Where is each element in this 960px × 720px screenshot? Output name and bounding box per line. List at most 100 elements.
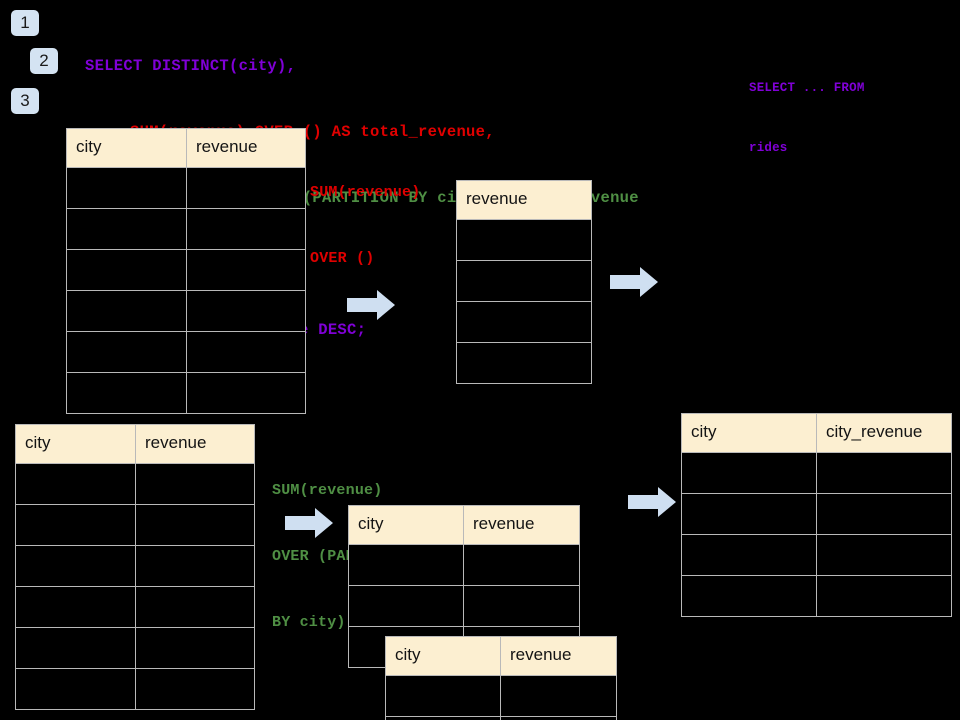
table-header-row: city revenue xyxy=(15,424,255,464)
column-header-revenue: revenue xyxy=(186,128,306,168)
cell-city-revenue xyxy=(816,534,952,576)
table-row xyxy=(681,452,952,494)
rides-source-table-bottom: city revenue xyxy=(15,424,255,710)
annotation-total-revenue: SUM(revenue) OVER () xyxy=(310,138,420,314)
cell-city xyxy=(681,534,817,576)
total-revenue-table: revenue xyxy=(456,180,592,384)
cell-revenue xyxy=(135,627,255,669)
cell-revenue xyxy=(186,249,306,291)
annotation-city-revenue-line-1: SUM(revenue) xyxy=(272,482,383,499)
cell-revenue xyxy=(135,586,255,628)
cell-revenue xyxy=(135,668,255,710)
arrow-partition-to-result-icon xyxy=(628,487,676,517)
annotation-city-revenue-line-3: BY city) xyxy=(272,614,346,631)
cell-city-revenue xyxy=(816,575,952,617)
cell-revenue xyxy=(463,585,580,627)
column-header-revenue: revenue xyxy=(135,424,255,464)
column-header-revenue: revenue xyxy=(456,180,592,220)
cell-city xyxy=(15,545,136,587)
cell-revenue xyxy=(186,372,306,414)
cell-revenue xyxy=(186,331,306,373)
cell-city xyxy=(15,586,136,628)
column-header-city-revenue: city_revenue xyxy=(816,413,952,453)
cell-city xyxy=(66,167,187,209)
step-badge-1: 1 xyxy=(11,10,39,36)
column-header-revenue: revenue xyxy=(463,505,580,545)
cell-city xyxy=(348,544,464,586)
rides-source-table-top: city revenue xyxy=(66,128,306,414)
column-header-city: city xyxy=(681,413,817,453)
table-header-row: city revenue xyxy=(348,505,580,545)
table-row xyxy=(385,716,617,720)
table-header-row: city city_revenue xyxy=(681,413,952,453)
table-row xyxy=(456,219,592,261)
table-row xyxy=(681,493,952,535)
table-row xyxy=(66,208,306,250)
table-row xyxy=(66,331,306,373)
table-header-row: city revenue xyxy=(66,128,306,168)
cell-city-revenue xyxy=(816,493,952,535)
table-row xyxy=(15,545,255,587)
column-header-revenue: revenue xyxy=(500,636,617,676)
side-note-line-2: rides xyxy=(749,141,788,155)
table-row xyxy=(681,575,952,617)
table-row xyxy=(456,260,592,302)
cell-city xyxy=(66,208,187,250)
cell-revenue xyxy=(135,545,255,587)
cell-city xyxy=(66,290,187,332)
step-badge-2: 2 xyxy=(30,48,58,74)
step-badge-3: 3 xyxy=(11,88,39,114)
cell-revenue xyxy=(456,260,592,302)
cell-city xyxy=(681,493,817,535)
table-row xyxy=(15,463,255,505)
cell-city xyxy=(15,504,136,546)
table-row xyxy=(348,585,580,627)
column-header-city: city xyxy=(348,505,464,545)
side-note-line-1: SELECT ... FROM xyxy=(749,81,865,95)
column-header-city: city xyxy=(66,128,187,168)
cell-city xyxy=(385,716,501,720)
table-row xyxy=(15,586,255,628)
table-row xyxy=(66,249,306,291)
cell-revenue xyxy=(186,290,306,332)
arrow-total-to-result-icon xyxy=(610,267,658,297)
cell-revenue xyxy=(500,675,617,717)
side-note-select-from: SELECT ... FROM rides xyxy=(749,38,865,198)
cell-city xyxy=(15,463,136,505)
table-row xyxy=(15,504,255,546)
cell-revenue xyxy=(456,219,592,261)
table-row xyxy=(66,167,306,209)
arrow-source-to-partition-icon xyxy=(285,508,333,538)
cell-revenue xyxy=(135,504,255,546)
cell-revenue xyxy=(456,342,592,384)
cell-revenue xyxy=(186,208,306,250)
cell-city xyxy=(348,585,464,627)
table-row xyxy=(385,675,617,717)
table-row xyxy=(15,627,255,669)
table-row xyxy=(456,342,592,384)
cell-revenue xyxy=(463,544,580,586)
cell-city xyxy=(15,627,136,669)
table-row xyxy=(15,668,255,710)
cell-city-revenue xyxy=(816,452,952,494)
table-row xyxy=(66,290,306,332)
table-header-row: city revenue xyxy=(385,636,617,676)
annotation-total-revenue-line-2: OVER () xyxy=(310,250,375,267)
result-table: city city_revenue xyxy=(681,413,952,617)
cell-city xyxy=(385,675,501,717)
cell-revenue xyxy=(456,301,592,343)
cell-revenue xyxy=(186,167,306,209)
partition-group-table-front: city revenue xyxy=(385,636,617,720)
column-header-city: city xyxy=(385,636,501,676)
table-row xyxy=(348,544,580,586)
table-header-row: revenue xyxy=(456,180,592,220)
cell-revenue xyxy=(135,463,255,505)
table-row xyxy=(456,301,592,343)
cell-city xyxy=(66,372,187,414)
cell-city xyxy=(66,331,187,373)
table-row xyxy=(66,372,306,414)
cell-city xyxy=(15,668,136,710)
arrow-source-to-total-icon xyxy=(347,290,395,320)
cell-city xyxy=(681,452,817,494)
